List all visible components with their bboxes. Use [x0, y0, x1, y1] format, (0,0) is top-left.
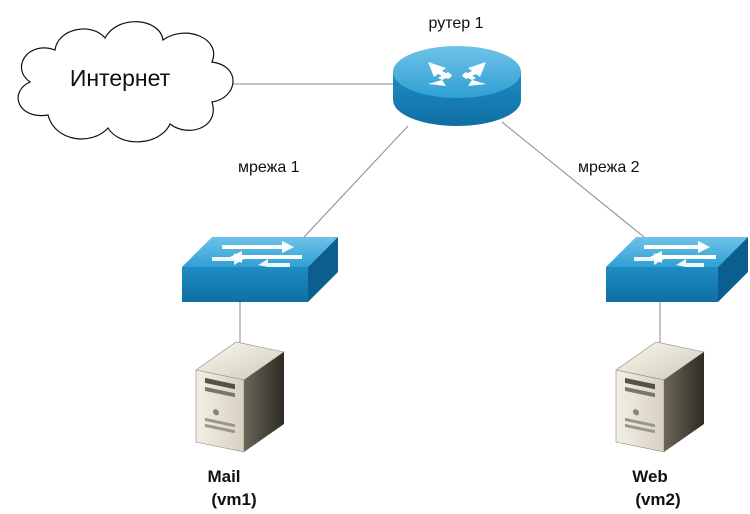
network-2-label: мрежа 2	[578, 159, 640, 176]
server-1-vm: (vm1)	[211, 490, 256, 509]
links	[230, 83, 661, 345]
router-switch2-link	[501, 121, 661, 251]
switch-2-icon	[606, 237, 748, 302]
internet-label: Интернет	[70, 65, 171, 91]
server-2-icon	[615, 341, 705, 453]
router-switch1-link	[289, 125, 409, 253]
router-label: рутер 1	[428, 15, 483, 32]
server-2-name: Web	[632, 467, 668, 486]
switch-1-icon	[182, 237, 338, 302]
router-icon: рутер 1	[393, 15, 521, 126]
internet-cloud: Интернет	[17, 21, 234, 143]
server-1-icon	[195, 341, 285, 453]
network-1-label: мрежа 1	[238, 159, 300, 176]
server-2-vm: (vm2)	[635, 490, 680, 509]
server-1-name: Mail	[207, 467, 240, 486]
